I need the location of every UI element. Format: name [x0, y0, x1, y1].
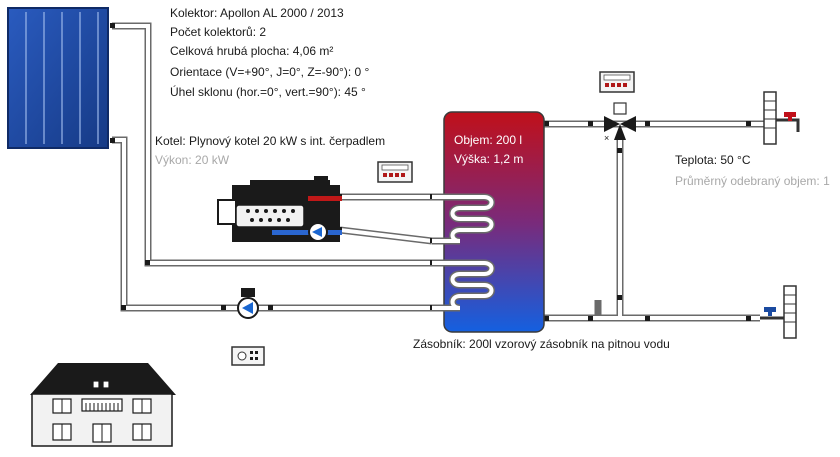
storage-tank-icon [432, 111, 545, 333]
cold-tap-icon [760, 285, 797, 339]
boiler-name: Kotel: Plynový kotel 20 kW s int. čerpad… [155, 134, 386, 148]
solar-controller-icon [231, 346, 265, 366]
hot-tap-icon [763, 91, 800, 145]
tank-caption: Zásobník: 200l vzorový zásobník na pitno… [413, 337, 670, 351]
mixing-valve-icon: × [604, 102, 636, 143]
tank-height: Výška: 1,2 m [454, 152, 524, 166]
consumption-temperature: Teplota: 50 °C [675, 153, 751, 167]
valve-controller-icon [599, 71, 635, 93]
collector-area: Celková hrubá plocha: 4,06 m² [170, 44, 334, 58]
boiler-power: Výkon: 20 kW [155, 153, 230, 167]
collector-count: Počet kolektorů: 2 [170, 25, 267, 39]
house-icon [30, 363, 176, 447]
solar-pump-icon [237, 288, 259, 319]
collector-orientation: Orientace (V=+90°, J=0°, Z=-90°): 0 ° [170, 65, 370, 79]
tank-volume: Objem: 200 l [454, 133, 523, 147]
collector-tilt: Úhel sklonu (hor.=0°, vert.=90°): 45 ° [170, 85, 366, 99]
gas-boiler-icon [217, 176, 342, 242]
collector-name: Kolektor: Apollon AL 2000 / 2013 [170, 6, 344, 20]
solar-collector-icon [7, 7, 109, 149]
boiler-controller-icon [377, 161, 413, 183]
consumption-average-volume: Průměrný odebraný objem: 1 [675, 174, 830, 188]
svg-text:×: × [604, 133, 609, 143]
pipes-inner [112, 24, 770, 320]
